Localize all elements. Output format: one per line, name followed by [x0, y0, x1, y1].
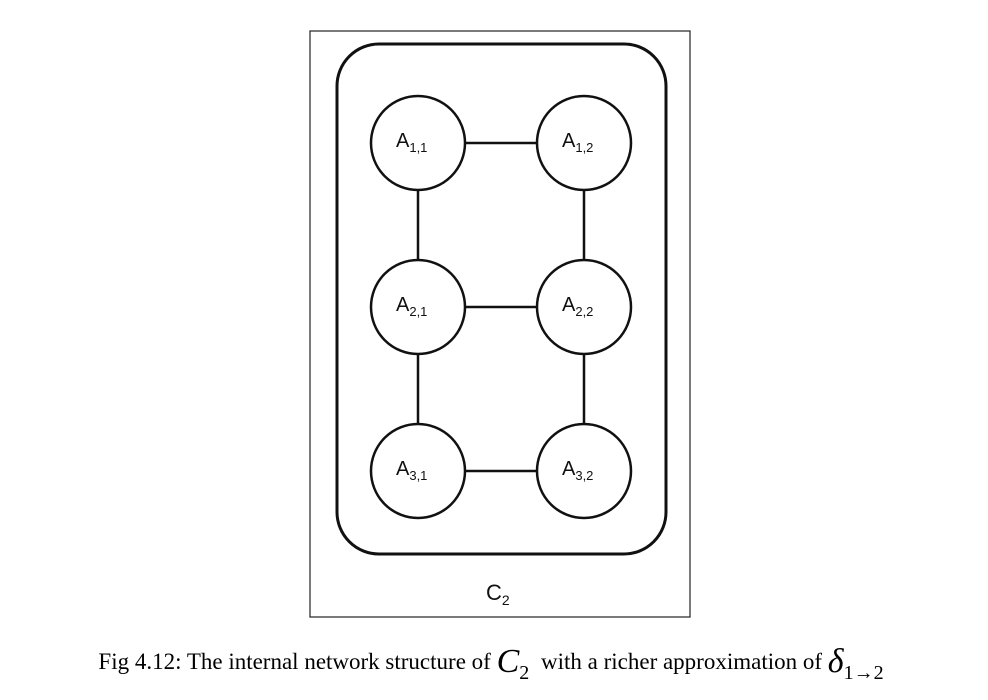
node-circle [535, 258, 633, 356]
node-label-subscript: 3,2 [575, 468, 593, 483]
node-circle [369, 258, 467, 356]
node-label-subscript: 2,1 [409, 304, 427, 319]
node-label: A3,1 [396, 458, 427, 483]
node-label-name: A [396, 130, 410, 152]
container-label: C2 [486, 580, 510, 608]
node-label-subscript: 1,1 [409, 140, 427, 155]
node-label: A1,1 [396, 130, 427, 155]
caption-symbol-c-subscript: 2 [519, 662, 530, 684]
node-n22: A2,2 [535, 258, 633, 356]
node-label-name: A [562, 130, 576, 152]
node-label-name: A [562, 458, 576, 480]
container-box [335, 42, 668, 556]
node-label-subscript: 2,2 [575, 304, 593, 319]
figure-caption: Fig 4.12: The internal network structure… [0, 640, 988, 685]
node-label-name: A [396, 294, 410, 316]
caption-symbol-delta: δ [827, 643, 844, 680]
caption-symbol-c: C [496, 643, 520, 680]
node-label-subscript: 3,1 [409, 468, 427, 483]
node-label-name: A [562, 294, 576, 316]
node-circle [369, 94, 467, 192]
node-label: A2,1 [396, 294, 427, 319]
node-label-name: A [396, 458, 410, 480]
node-n11: A1,1 [369, 94, 467, 192]
node-n31: A3,1 [369, 422, 467, 520]
node-circle [535, 94, 633, 192]
node-n32: A3,2 [535, 422, 633, 520]
node-n12: A1,2 [535, 94, 633, 192]
node-circle [535, 422, 633, 520]
node-label-subscript: 1,2 [575, 140, 593, 155]
node-label: A1,2 [562, 130, 593, 155]
node-circle [369, 422, 467, 520]
caption-symbol-delta-subscript: 1→2 [843, 662, 884, 684]
caption-middle: with a richer approximation of [535, 649, 828, 674]
node-label: A2,2 [562, 294, 593, 319]
node-label: A3,2 [562, 458, 593, 483]
figure-frame [309, 30, 691, 618]
node-n21: A2,1 [369, 258, 467, 356]
caption-prefix: Fig 4.12: The internal network structure… [98, 649, 497, 674]
